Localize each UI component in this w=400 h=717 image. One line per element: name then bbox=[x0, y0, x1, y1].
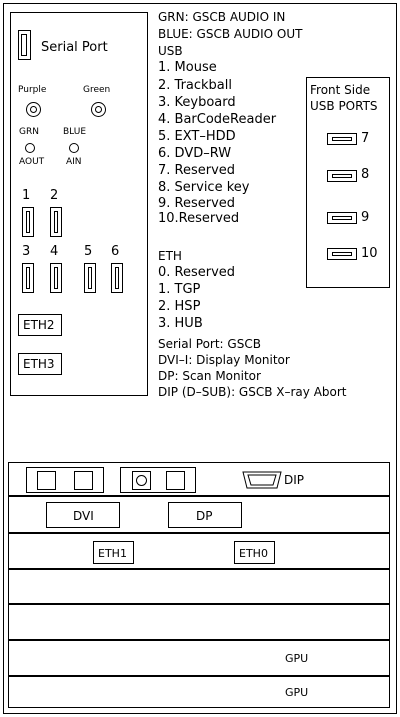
eth-item-2: 2. HSP bbox=[158, 299, 201, 314]
usb-item-8: 8. Service key bbox=[158, 180, 250, 195]
usb-number-6: 6 bbox=[111, 244, 120, 259]
dip-label: DIP bbox=[284, 473, 305, 487]
square-port-icon bbox=[166, 471, 185, 490]
note-dip: DIP (D–SUB): GSCB X–ray Abort bbox=[158, 385, 347, 399]
note-serial-port: Serial Port: GSCB bbox=[158, 337, 261, 351]
usb-item-2: 2. Trackball bbox=[158, 78, 232, 93]
square-port-icon bbox=[74, 471, 93, 490]
blue-label: BLUE bbox=[63, 127, 87, 137]
dip-dsub-connector-icon bbox=[242, 471, 282, 489]
grn-label: GRN bbox=[19, 127, 39, 137]
legend-grn-line: GRN: GSCB AUDIO IN bbox=[158, 10, 286, 24]
usb-number-2: 2 bbox=[50, 188, 59, 203]
dvi-label: DVI bbox=[73, 509, 94, 523]
usb-number-3: 3 bbox=[22, 244, 31, 259]
serial-port-label: Serial Port bbox=[41, 40, 108, 55]
front-side-usb-box: Front Side USB PORTS 7 8 9 10 bbox=[306, 77, 390, 288]
legend-blue-line: BLUE: GSCB AUDIO OUT bbox=[158, 27, 303, 41]
front-usb-port-7-icon bbox=[327, 133, 357, 145]
green-label: Green bbox=[83, 85, 111, 95]
eth-item-1: 1. TGP bbox=[158, 282, 201, 297]
front-usb-port-9-icon bbox=[327, 212, 357, 224]
note-dvi: DVI–I: Display Monitor bbox=[158, 353, 290, 367]
eth3-label: ETH3 bbox=[23, 357, 55, 371]
gpu-label-2: GPU bbox=[285, 686, 309, 699]
usb-port-2-icon bbox=[50, 207, 62, 237]
purple-audio-jack-icon bbox=[26, 102, 41, 117]
usb-item-10: 10.Reserved bbox=[158, 211, 240, 226]
eth-item-0: 0. Reserved bbox=[158, 265, 236, 280]
serial-port-connector-icon bbox=[18, 30, 31, 60]
purple-label: Purple bbox=[18, 85, 47, 95]
eth2-port: ETH2 bbox=[18, 314, 62, 336]
usb-port-5-icon bbox=[84, 263, 96, 293]
usb-port-1-icon bbox=[22, 207, 34, 237]
dvi-port: DVI bbox=[46, 502, 120, 528]
front-usb-label-9: 9 bbox=[361, 210, 370, 225]
eth2-label: ETH2 bbox=[23, 318, 55, 332]
eth1-label: ETH1 bbox=[98, 547, 127, 560]
legend-usb-title: USB bbox=[158, 44, 183, 58]
front-usb-label-8: 8 bbox=[361, 167, 370, 182]
eth0-port: ETH0 bbox=[234, 541, 275, 564]
rear-row-gpu-2: GPU bbox=[8, 676, 390, 708]
green-audio-jack-icon bbox=[91, 102, 106, 117]
eth0-label: ETH0 bbox=[239, 547, 268, 560]
eth3-port: ETH3 bbox=[18, 353, 62, 375]
front-usb-port-10-icon bbox=[327, 248, 357, 260]
usb-item-4: 4. BarCodeReader bbox=[158, 112, 277, 127]
eth-item-3: 3. HUB bbox=[158, 316, 203, 331]
usb-number-4: 4 bbox=[50, 244, 59, 259]
usb-number-5: 5 bbox=[84, 244, 93, 259]
rear-row-video: DVI DP bbox=[8, 496, 390, 533]
ain-label: AIN bbox=[66, 157, 82, 167]
usb-ports-title: USB PORTS bbox=[310, 99, 378, 113]
usb-item-9: 9. Reserved bbox=[158, 196, 236, 211]
double-port-group bbox=[26, 467, 104, 493]
blue-led-icon bbox=[69, 143, 79, 153]
rear-row-ethernet: ETH1 ETH0 bbox=[8, 533, 390, 569]
rear-row-empty-1 bbox=[8, 569, 390, 604]
square-port-icon bbox=[37, 471, 56, 490]
eth1-port: ETH1 bbox=[93, 541, 134, 564]
gpu-label-1: GPU bbox=[285, 652, 309, 665]
usb-item-7: 7. Reserved bbox=[158, 163, 236, 178]
usb-number-1: 1 bbox=[22, 188, 31, 203]
aout-label: AOUT bbox=[19, 157, 45, 167]
front-side-title: Front Side bbox=[310, 83, 371, 97]
round-jack-icon bbox=[132, 471, 151, 490]
audio-port-group bbox=[120, 467, 196, 493]
front-usb-label-7: 7 bbox=[361, 131, 370, 146]
note-dp: DP: Scan Monitor bbox=[158, 369, 261, 383]
usb-port-3-icon bbox=[22, 263, 34, 293]
dp-label: DP bbox=[196, 509, 213, 523]
rear-row-gpu-1: GPU bbox=[8, 640, 390, 676]
rear-row-empty-2 bbox=[8, 604, 390, 640]
usb-port-6-icon bbox=[111, 263, 123, 293]
usb-item-6: 6. DVD–RW bbox=[158, 146, 232, 161]
grn-led-icon bbox=[25, 143, 35, 153]
rear-row-connectors: DIP bbox=[8, 462, 390, 496]
usb-port-4-icon bbox=[50, 263, 62, 293]
legend-eth-title: ETH bbox=[158, 249, 182, 263]
usb-item-1: 1. Mouse bbox=[158, 60, 217, 75]
usb-item-3: 3. Keyboard bbox=[158, 95, 236, 110]
usb-item-5: 5. EXT–HDD bbox=[158, 129, 236, 144]
front-usb-label-10: 10 bbox=[361, 246, 378, 261]
front-usb-port-8-icon bbox=[327, 170, 357, 182]
dp-port: DP bbox=[168, 502, 242, 528]
left-io-panel: Serial Port Purple Green GRN BLUE AOUT A… bbox=[10, 12, 148, 396]
